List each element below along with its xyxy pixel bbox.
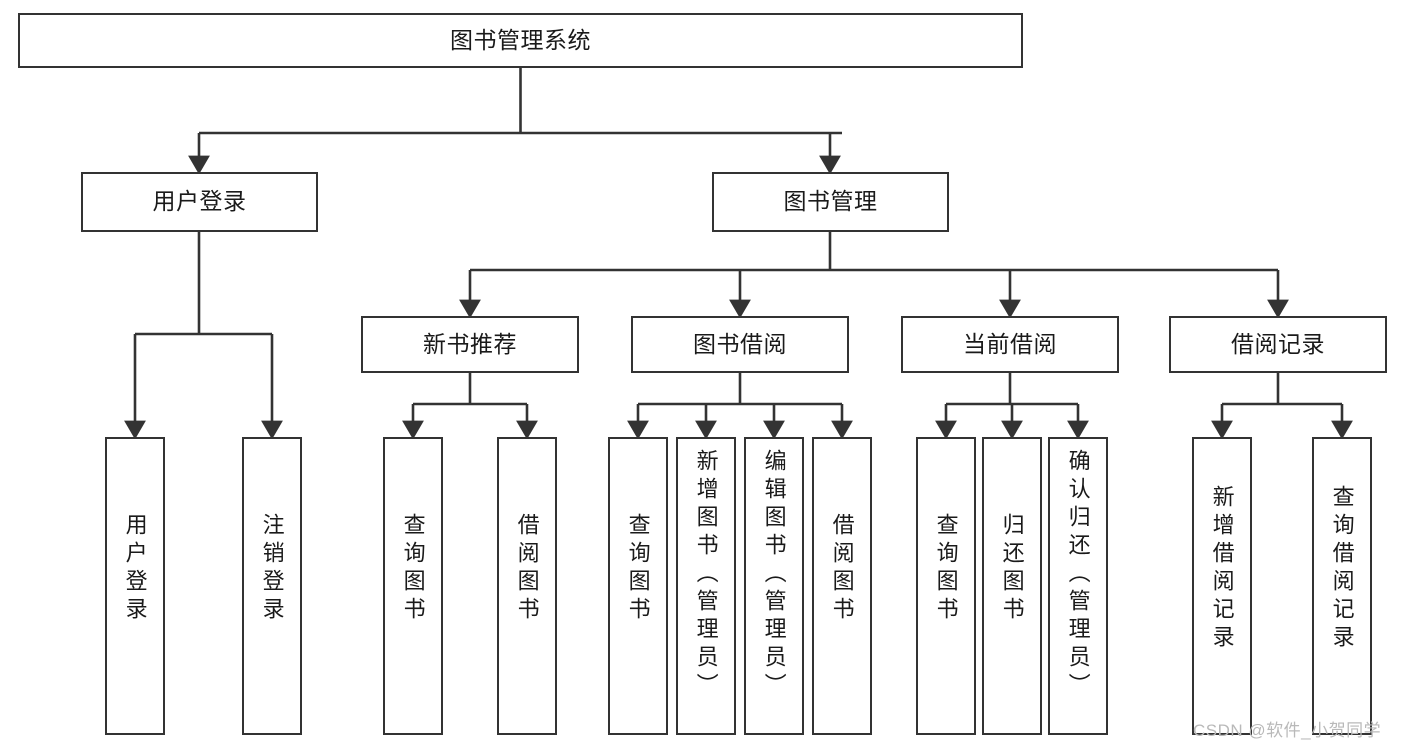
leaf-borrow-book-new[interactable]: 借阅图书 [497, 437, 557, 735]
leaf-query-borrow-record[interactable]: 查询借阅记录 [1312, 437, 1372, 735]
node-label: 借阅图书 [514, 513, 540, 625]
node-borrow-record[interactable]: 借阅记录 [1169, 316, 1387, 373]
node-user-login[interactable]: 用户登录 [81, 172, 318, 232]
leaf-query-book-new[interactable]: 查询图书 [383, 437, 443, 735]
leaf-user-login[interactable]: 用户登录 [105, 437, 165, 735]
node-label: 查询借阅记录 [1329, 485, 1355, 653]
node-label: 图书管理 [783, 188, 878, 215]
node-label: 新书推荐 [423, 330, 517, 357]
node-label: 借阅记录 [1231, 330, 1325, 357]
node-label: 当前借阅 [963, 330, 1057, 357]
node-label: 用户登录 [152, 188, 247, 215]
leaf-query-book[interactable]: 查询图书 [608, 437, 668, 735]
node-label: 归还图书 [999, 513, 1025, 625]
node-book-borrow[interactable]: 图书借阅 [631, 316, 849, 373]
node-book-management[interactable]: 图书管理 [712, 172, 949, 232]
leaf-add-borrow-record[interactable]: 新增借阅记录 [1192, 437, 1252, 735]
node-label: 新增图书（管理员） [693, 449, 719, 701]
node-label: 注销登录 [259, 513, 285, 625]
node-label: 查询图书 [400, 513, 426, 625]
node-label: 编辑图书（管理员） [761, 449, 787, 701]
node-label: 图书借阅 [693, 330, 787, 357]
leaf-borrow-book[interactable]: 借阅图书 [812, 437, 872, 735]
node-label: 用户登录 [122, 513, 148, 625]
leaf-edit-book-admin[interactable]: 编辑图书（管理员） [744, 437, 804, 735]
node-label: 确认归还（管理员） [1065, 449, 1091, 701]
node-label: 查询图书 [625, 513, 651, 625]
leaf-logout[interactable]: 注销登录 [242, 437, 302, 735]
leaf-return-book[interactable]: 归还图书 [982, 437, 1042, 735]
leaf-confirm-return-admin[interactable]: 确认归还（管理员） [1048, 437, 1108, 735]
node-root-book-management-system[interactable]: 图书管理系统 [18, 13, 1023, 68]
node-label: 新增借阅记录 [1209, 485, 1235, 653]
leaf-query-book-current[interactable]: 查询图书 [916, 437, 976, 735]
node-label: 借阅图书 [829, 513, 855, 625]
node-current-borrow[interactable]: 当前借阅 [901, 316, 1119, 373]
node-new-book-recommend[interactable]: 新书推荐 [361, 316, 579, 373]
leaf-add-book-admin[interactable]: 新增图书（管理员） [676, 437, 736, 735]
node-label: 查询图书 [933, 513, 959, 625]
node-label: 图书管理系统 [450, 26, 591, 53]
